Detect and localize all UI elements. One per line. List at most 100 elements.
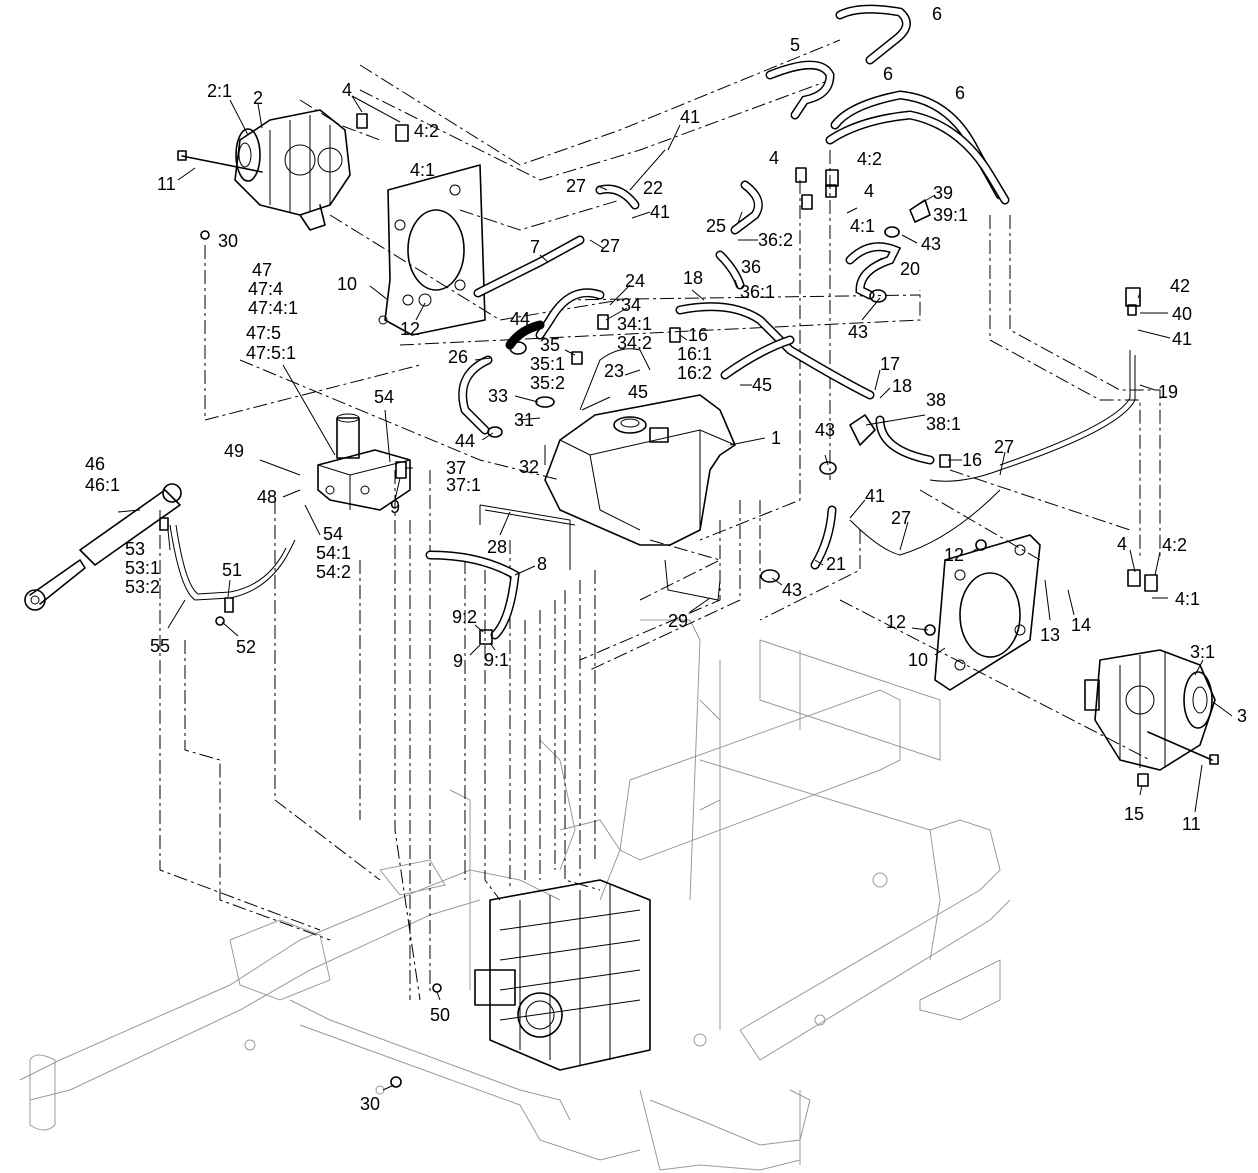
callout-53-2: 53:2 — [125, 577, 160, 597]
callout-16: 16 — [962, 450, 982, 470]
callout-41: 41 — [680, 107, 700, 127]
callout-55: 55 — [150, 636, 170, 656]
callout-18: 18 — [683, 268, 703, 288]
callout-16-2: 16:2 — [677, 363, 712, 383]
callout-37-1: 37:1 — [446, 475, 481, 495]
callout-43: 43 — [848, 322, 868, 342]
callout-11: 11 — [1182, 814, 1201, 834]
callout-4-1: 4:1 — [410, 160, 435, 180]
callout-6: 6 — [932, 4, 942, 24]
callout-53-1: 53:1 — [125, 558, 160, 578]
callout-54-1: 54:1 — [316, 543, 351, 563]
callout-37: 37 — [446, 458, 466, 478]
callout-9-1: 9:1 — [484, 650, 509, 670]
callout-2-1: 2:1 — [207, 81, 232, 101]
callout-27: 27 — [994, 437, 1014, 457]
callout-12: 12 — [886, 612, 906, 632]
callout-21: 21 — [826, 554, 846, 574]
callout-43: 43 — [815, 420, 835, 440]
callout-47-4-1: 47:4:1 — [248, 298, 298, 318]
callout-3-1: 3:1 — [1190, 642, 1215, 662]
callout-25: 25 — [706, 216, 726, 236]
callout-22: 22 — [643, 178, 663, 198]
callout-47-5: 47:5 — [246, 323, 281, 343]
hydraulic-pump-left — [234, 109, 351, 231]
callout-45: 45 — [752, 375, 772, 395]
chassis-frame — [19, 619, 1011, 1171]
mounting-plate-left — [378, 164, 486, 336]
callout-16: 16 — [688, 325, 708, 345]
callout-4-2: 4:2 — [414, 121, 439, 141]
callout-50: 50 — [430, 1005, 450, 1025]
callout-36: 36 — [741, 257, 761, 277]
callout-32: 32 — [519, 457, 539, 477]
callout-47: 47 — [252, 260, 272, 280]
callout-6: 6 — [883, 64, 893, 84]
callout-48: 48 — [257, 487, 277, 507]
callout-41: 41 — [865, 486, 885, 506]
callout-11: 11 — [157, 174, 176, 194]
callout-34-1: 34:1 — [617, 314, 652, 334]
callout-54: 54 — [374, 387, 394, 407]
callout-14: 14 — [1071, 615, 1091, 635]
callout-47-5-1: 47:5:1 — [246, 343, 296, 363]
callout-29: 29 — [668, 611, 688, 631]
callout-54-2: 54:2 — [316, 562, 351, 582]
control-valve-assembly — [474, 879, 651, 1071]
callout-43: 43 — [921, 234, 941, 254]
pump-bolt-right — [1147, 731, 1219, 765]
callout-4: 4 — [1117, 534, 1127, 554]
callout-24: 24 — [625, 271, 645, 291]
callout-9-2: 9:2 — [452, 607, 477, 627]
callout-42: 42 — [1170, 276, 1190, 296]
callout-6: 6 — [955, 83, 965, 103]
callout-26: 26 — [448, 347, 468, 367]
callout-34: 34 — [621, 295, 641, 315]
callout-49: 49 — [224, 441, 244, 461]
callout-20: 20 — [900, 259, 920, 279]
callout-3: 3 — [1237, 706, 1247, 726]
callout-7: 7 — [530, 237, 540, 257]
callout-9: 9 — [453, 651, 463, 671]
callout-39: 39 — [933, 183, 953, 203]
callout-12: 12 — [400, 319, 420, 339]
callout-17: 17 — [880, 354, 900, 374]
callout-46: 46 — [85, 454, 105, 474]
callout-4-2: 4:2 — [857, 149, 882, 169]
callout-27: 27 — [600, 236, 620, 256]
callout-16-1: 16:1 — [677, 344, 712, 364]
callout-38: 38 — [926, 390, 946, 410]
mounting-plate-right — [924, 534, 1041, 691]
callout-18: 18 — [892, 376, 912, 396]
callout-47-4: 47:4 — [248, 279, 283, 299]
callout-41: 41 — [650, 202, 670, 222]
callout-41: 41 — [1172, 329, 1192, 349]
callout-23: 23 — [604, 361, 624, 381]
callout-44: 44 — [455, 431, 475, 451]
callout-1: 1 — [771, 428, 781, 448]
callout-2: 2 — [253, 88, 263, 108]
pump-bolt-left — [177, 150, 263, 173]
callout-35-2: 35:2 — [530, 373, 565, 393]
callout-9: 9 — [390, 497, 400, 517]
assembly-guide-lines — [159, 39, 1161, 1001]
callout-30: 30 — [218, 231, 238, 251]
callout-5: 5 — [790, 35, 800, 55]
callout-51: 51 — [222, 560, 242, 580]
leader-lines — [117, 95, 1233, 1091]
callout-35-1: 35:1 — [530, 354, 565, 374]
callout-12: 12 — [944, 545, 964, 565]
callout-30: 30 — [360, 1094, 380, 1114]
callout-31: 31 — [514, 410, 534, 430]
callout-27: 27 — [566, 176, 586, 196]
callout-4-2: 4:2 — [1162, 535, 1187, 555]
callout-43: 43 — [782, 580, 802, 600]
callout-4-1: 4:1 — [850, 216, 875, 236]
callout-45: 45 — [628, 382, 648, 402]
callout-36-1: 36:1 — [740, 282, 775, 302]
callout-54: 54 — [323, 524, 343, 544]
callout-38-1: 38:1 — [926, 414, 961, 434]
callout-4: 4 — [769, 148, 779, 168]
hydraulic-tank — [544, 394, 736, 546]
